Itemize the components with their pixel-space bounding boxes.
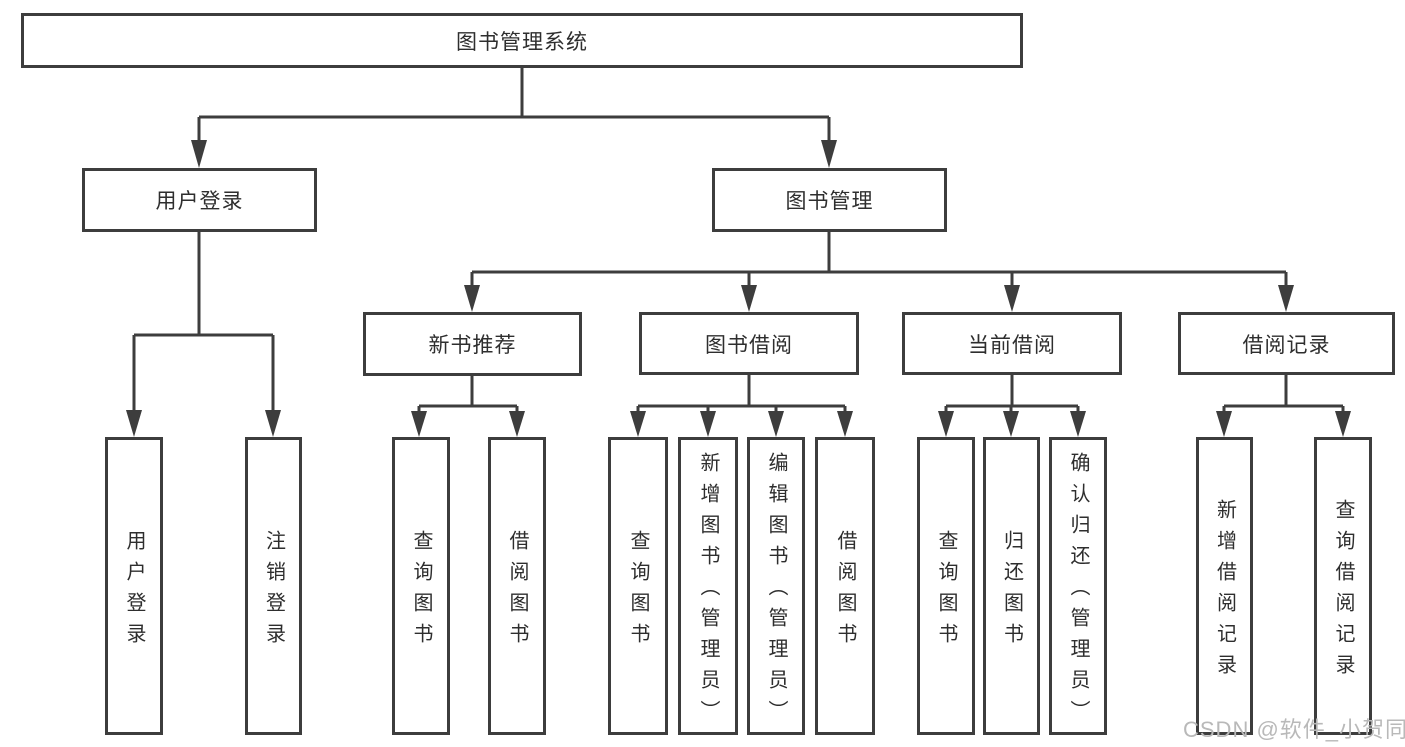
node-leaf-return-books-label: 归还图书	[1000, 529, 1023, 654]
node-leaf-borrow-books-rec-label: 借阅图书	[506, 529, 528, 654]
node-leaf-query-books-borrow: 查询图书	[608, 437, 668, 735]
node-leaf-add-borrow-record: 新增借阅记录	[1196, 437, 1253, 735]
node-leaf-query-borrow-record: 查询借阅记录	[1314, 437, 1372, 735]
node-user-login-label: 用户登录	[155, 190, 244, 213]
node-leaf-query-books-borrow-label: 查询图书	[627, 529, 649, 654]
node-leaf-confirm-return-admin: 确认归还（管理员）	[1049, 437, 1107, 735]
node-book-borrow: 图书借阅	[639, 312, 859, 375]
node-leaf-user-login: 用户登录	[105, 437, 163, 735]
connector-root-to-level2	[191, 68, 837, 168]
node-leaf-confirm-return-admin-label: 确认归还（管理员）	[1067, 452, 1089, 731]
connector-user-login-to-leaves	[126, 232, 281, 437]
node-leaf-borrow-books-label: 借阅图书	[834, 529, 856, 654]
node-leaf-query-books-current-label: 查询图书	[935, 529, 957, 654]
watermark: CSDN @软件_小贺同学	[1183, 717, 1405, 742]
node-current-borrow-label: 当前借阅	[968, 333, 1056, 357]
node-leaf-query-borrow-record-label: 查询借阅记录	[1332, 498, 1354, 685]
node-leaf-query-books-current: 查询图书	[917, 437, 975, 735]
node-root-label: 图书管理系统	[456, 30, 588, 54]
node-leaf-query-books-rec: 查询图书	[392, 437, 450, 735]
connector-current-borrow-to-leaves	[938, 375, 1086, 437]
node-book-mgmt: 图书管理	[712, 168, 947, 232]
node-borrow-records-label: 借阅记录	[1242, 333, 1331, 357]
node-leaf-user-login-label: 用户登录	[123, 529, 145, 654]
node-current-borrow: 当前借阅	[902, 312, 1122, 375]
node-new-book-rec-label: 新书推荐	[428, 334, 517, 357]
node-borrow-records: 借阅记录	[1178, 312, 1395, 375]
node-leaf-logout: 注销登录	[245, 437, 302, 735]
node-book-borrow-label: 图书借阅	[705, 333, 793, 357]
node-leaf-add-borrow-record-label: 新增借阅记录	[1213, 498, 1236, 685]
node-leaf-logout-label: 注销登录	[262, 529, 285, 654]
node-leaf-add-books-admin: 新增图书（管理员）	[678, 437, 738, 735]
node-new-book-rec: 新书推荐	[363, 312, 582, 376]
node-leaf-add-books-admin-label: 新增图书（管理员）	[697, 452, 719, 731]
node-user-login: 用户登录	[82, 168, 317, 232]
node-leaf-borrow-books: 借阅图书	[815, 437, 875, 735]
connector-borrow-records-to-leaves	[1216, 375, 1351, 437]
node-leaf-return-books: 归还图书	[983, 437, 1040, 735]
connector-new-book-rec-to-leaves	[411, 376, 525, 437]
node-leaf-query-books-rec-label: 查询图书	[410, 529, 432, 654]
connector-book-mgmt-to-level3	[464, 232, 1294, 312]
node-leaf-edit-books-admin-label: 编辑图书（管理员）	[765, 452, 787, 731]
node-root: 图书管理系统	[21, 13, 1023, 68]
node-leaf-borrow-books-rec: 借阅图书	[488, 437, 546, 735]
node-book-mgmt-label: 图书管理	[785, 190, 874, 213]
node-leaf-edit-books-admin: 编辑图书（管理员）	[747, 437, 805, 735]
connector-book-borrow-to-leaves	[630, 375, 853, 437]
